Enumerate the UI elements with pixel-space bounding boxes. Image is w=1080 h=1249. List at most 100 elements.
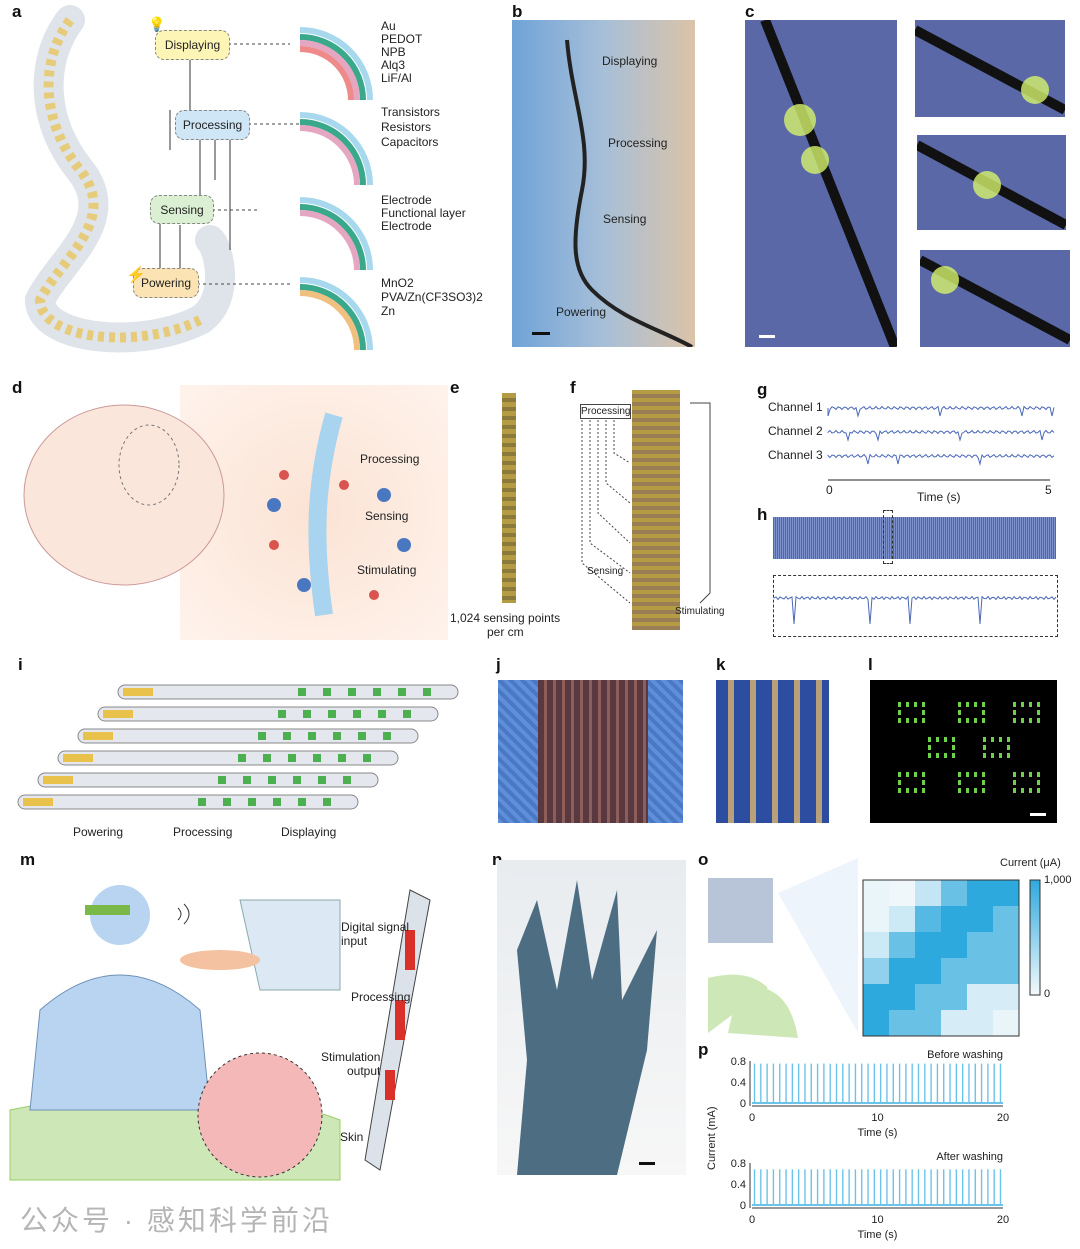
x-tick-label: 10 (871, 1112, 883, 1124)
display-pixel (958, 780, 961, 785)
heatmap-cell (889, 1010, 915, 1036)
glove-photo (497, 860, 686, 1175)
display-pixel (898, 772, 901, 777)
display-pixel (258, 732, 266, 740)
display-pixel (974, 788, 977, 793)
display-pixel (313, 754, 321, 762)
display-pixel (278, 710, 286, 718)
display-pixel (1037, 772, 1040, 777)
scale-bar (1030, 813, 1046, 816)
heatmap-cell (941, 984, 967, 1010)
channel-trace (827, 405, 1055, 418)
display-pixel (898, 780, 901, 785)
display-pixel (298, 798, 306, 806)
display-pixel (1029, 788, 1032, 793)
display-pixel (378, 710, 386, 718)
channel-trace (827, 453, 1055, 466)
display-pixel (914, 702, 917, 707)
lightning-icon: ⚡ (126, 267, 146, 284)
heatmap-cell (941, 906, 967, 932)
flow-label: Digital signal (341, 920, 410, 934)
display-pixel (1021, 772, 1024, 777)
heatmap-cell (993, 958, 1019, 984)
display-pixel (914, 788, 917, 793)
battery-segment (83, 732, 113, 740)
fiber (37, 772, 379, 788)
display-pixel (958, 788, 961, 793)
display-pixel (944, 737, 947, 742)
display-pixel (1013, 710, 1016, 715)
colorbar-min: 0 (1044, 988, 1051, 1000)
display-pixel (922, 772, 925, 777)
display-pixel (383, 732, 391, 740)
display-pixel (1037, 702, 1040, 707)
display-pixel (982, 772, 985, 777)
glowing-fiber-photo-small (915, 20, 1065, 117)
zoomed-trace (773, 595, 1057, 625)
chart-title: After washing (936, 1151, 1003, 1163)
display-pixel (922, 718, 925, 723)
heatmap-cell (915, 984, 941, 1010)
heatmap-cell (941, 932, 967, 958)
surgeon-illustration (9, 885, 431, 1181)
y-axis-label: Current (mA) (706, 1106, 718, 1170)
wireless-icon (177, 903, 190, 925)
channel-traces (827, 405, 1055, 481)
display-pixel (898, 788, 901, 793)
sensing-caption: per cm (487, 625, 524, 639)
heatmap-cell (915, 958, 941, 984)
display-pixel (373, 688, 381, 696)
display-pixel (966, 718, 969, 723)
x-tick-label: 0 (749, 1112, 755, 1124)
display-pixel (283, 732, 291, 740)
fiber-photo (512, 20, 695, 347)
heatmap-cell (993, 906, 1019, 932)
display-pixel (999, 753, 1002, 758)
battery-segment (23, 798, 53, 806)
x-tick-label: 20 (997, 1214, 1009, 1226)
zoom-region (883, 510, 893, 564)
panel-label-e: e (450, 378, 460, 397)
x-tick-label: 0 (749, 1214, 755, 1226)
display-pixel (1021, 702, 1024, 707)
display-pixel (1007, 753, 1010, 758)
layer-label: Capacitors (381, 135, 439, 149)
display-pixel (348, 688, 356, 696)
display-pixel (403, 710, 411, 718)
heatmap-cell (993, 1010, 1019, 1036)
heatmap-cell (967, 906, 993, 932)
heatmap-cell (863, 958, 889, 984)
display-pixel (958, 710, 961, 715)
panel-label-c: c (745, 2, 755, 21)
fiber (57, 750, 399, 766)
heatmap-cell (941, 958, 967, 984)
display-pixel (1013, 718, 1016, 723)
display-pixel (353, 710, 361, 718)
heatmap-cell (863, 880, 889, 906)
display-pixel (338, 754, 346, 762)
heatmap-cell (967, 984, 993, 1010)
display-pixel (982, 718, 985, 723)
display-pixel (974, 772, 977, 777)
display-pixel (288, 754, 296, 762)
x-tick-label: 10 (871, 1214, 883, 1226)
layer-diagrams (299, 27, 373, 351)
panel-label-a: a (12, 2, 22, 21)
fiber (17, 794, 359, 810)
colorbar (1029, 879, 1041, 996)
brain-label: Stimulating (357, 563, 417, 577)
display-pixel (906, 788, 909, 793)
x-tick: 0 (826, 483, 833, 497)
zoomed-trace-box (773, 575, 1058, 637)
display-pixel (952, 745, 955, 750)
display-pixel (952, 753, 955, 758)
heatmap-cell (967, 932, 993, 958)
display-pixel (1029, 702, 1032, 707)
module-processing: Processing (175, 110, 250, 140)
display-pixel (423, 688, 431, 696)
x-tick-label: 20 (997, 1112, 1009, 1124)
display-pixel (983, 737, 986, 742)
fiber-illustration (24, 5, 300, 353)
